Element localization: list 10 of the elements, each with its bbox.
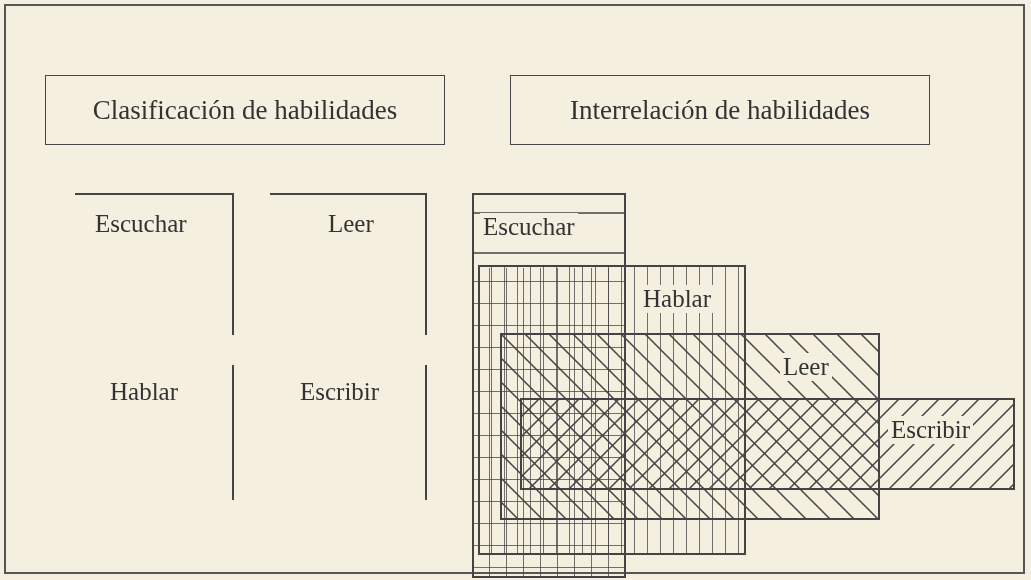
skill-label: Escuchar [95, 210, 187, 238]
hatched-rectangle [520, 398, 1015, 490]
skill-label: Escribir [300, 378, 380, 406]
skill-label: Leer [780, 353, 832, 381]
skill-label: Leer [328, 210, 374, 238]
skill-label: Hablar [640, 285, 715, 313]
skill-label: Hablar [110, 378, 179, 406]
skill-label: Escribir [888, 416, 974, 444]
heading-box: Clasificación de habilidades [45, 75, 445, 145]
heading-box: Interrelación de habilidades [510, 75, 930, 145]
